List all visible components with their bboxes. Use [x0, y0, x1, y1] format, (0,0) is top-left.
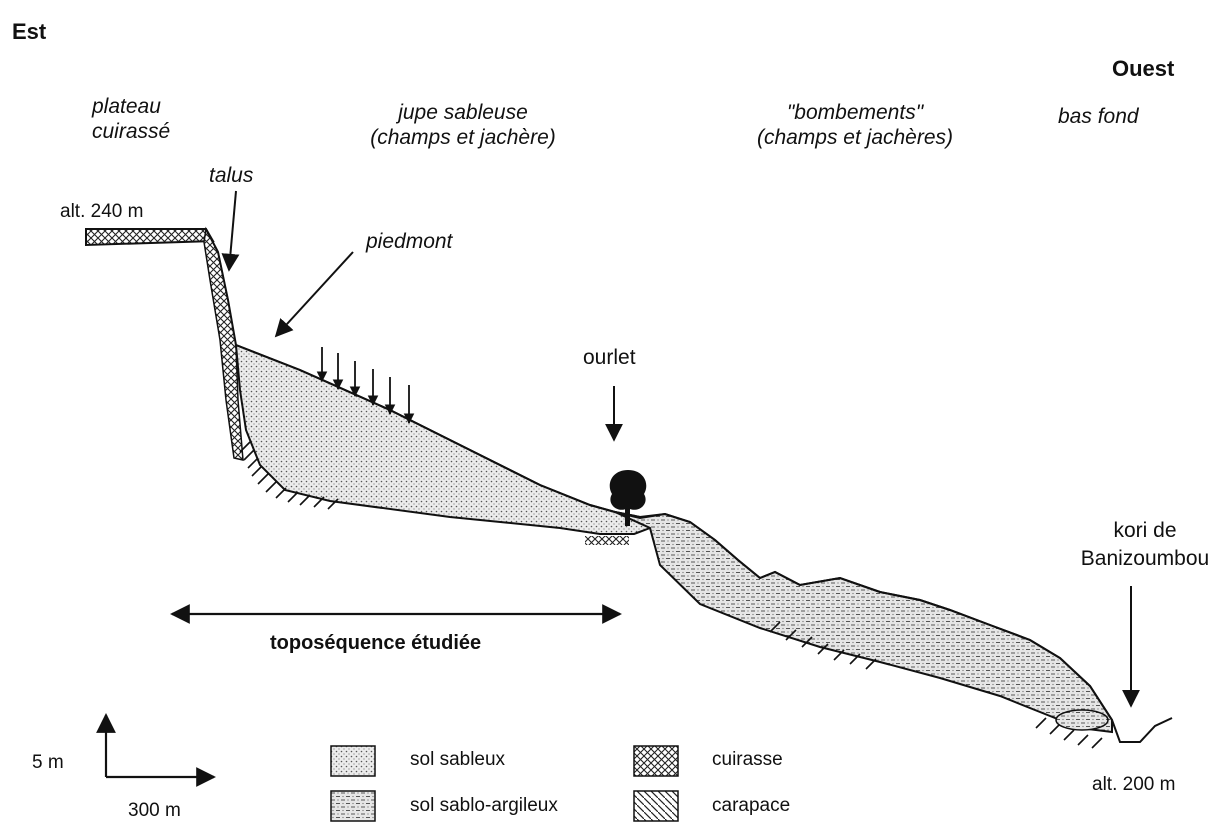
label-alt-bottom: alt. 200 m: [1092, 774, 1175, 796]
plateau-cuirasse: [86, 229, 213, 245]
piedmont-arrow: [276, 252, 353, 336]
label-talus: talus: [209, 163, 253, 188]
label-kori: kori de Banizoumbou: [1075, 517, 1215, 573]
sol-sablo-argileux-body: [615, 512, 1112, 732]
label-bombements: "bombements" (champs et jachères): [705, 100, 1005, 150]
label-jupe-line2: (champs et jachère): [338, 125, 588, 150]
ourlet-carapace-patch: [585, 536, 629, 545]
label-east: Est: [12, 19, 46, 45]
legend-swatch-sol-sablo-argileux: [331, 791, 375, 821]
talus-arrow: [229, 191, 236, 270]
label-kori-line2: Banizoumbou: [1075, 545, 1215, 573]
label-toposequence: toposéquence étudiée: [270, 632, 481, 655]
label-plateau: plateau cuirassé: [92, 94, 170, 144]
label-kori-line1: kori de: [1075, 517, 1215, 545]
label-bombements-line2: (champs et jachères): [705, 125, 1005, 150]
label-plateau-line1: plateau: [92, 94, 170, 119]
label-bas-fond: bas fond: [1058, 104, 1139, 129]
label-west: Ouest: [1112, 56, 1174, 82]
label-piedmont: piedmont: [366, 229, 452, 254]
label-scale-vertical: 5 m: [32, 752, 64, 774]
legend-label-sol-sablo-argileux: sol sablo-argileux: [410, 795, 558, 817]
scale-bar: [106, 715, 214, 777]
label-jupe-sableuse: jupe sableuse (champs et jachère): [338, 100, 588, 150]
label-alt-top: alt. 240 m: [60, 201, 143, 223]
legend-label-sol-sableux: sol sableux: [410, 749, 505, 771]
sol-sableux-body: [236, 345, 650, 534]
label-scale-horizontal: 300 m: [128, 800, 181, 822]
label-plateau-line2: cuirassé: [92, 119, 170, 144]
legend-swatch-sol-sableux: [331, 746, 375, 776]
label-bombements-line1: "bombements": [705, 100, 1005, 125]
label-ourlet: ourlet: [583, 346, 636, 370]
legend-label-cuirasse: cuirasse: [712, 749, 783, 771]
kori-lens: [1056, 710, 1108, 730]
label-jupe-line1: jupe sableuse: [338, 100, 588, 125]
legend-label-carapace: carapace: [712, 795, 790, 817]
legend-swatch-carapace: [634, 791, 678, 821]
legend-swatch-cuirasse: [634, 746, 678, 776]
